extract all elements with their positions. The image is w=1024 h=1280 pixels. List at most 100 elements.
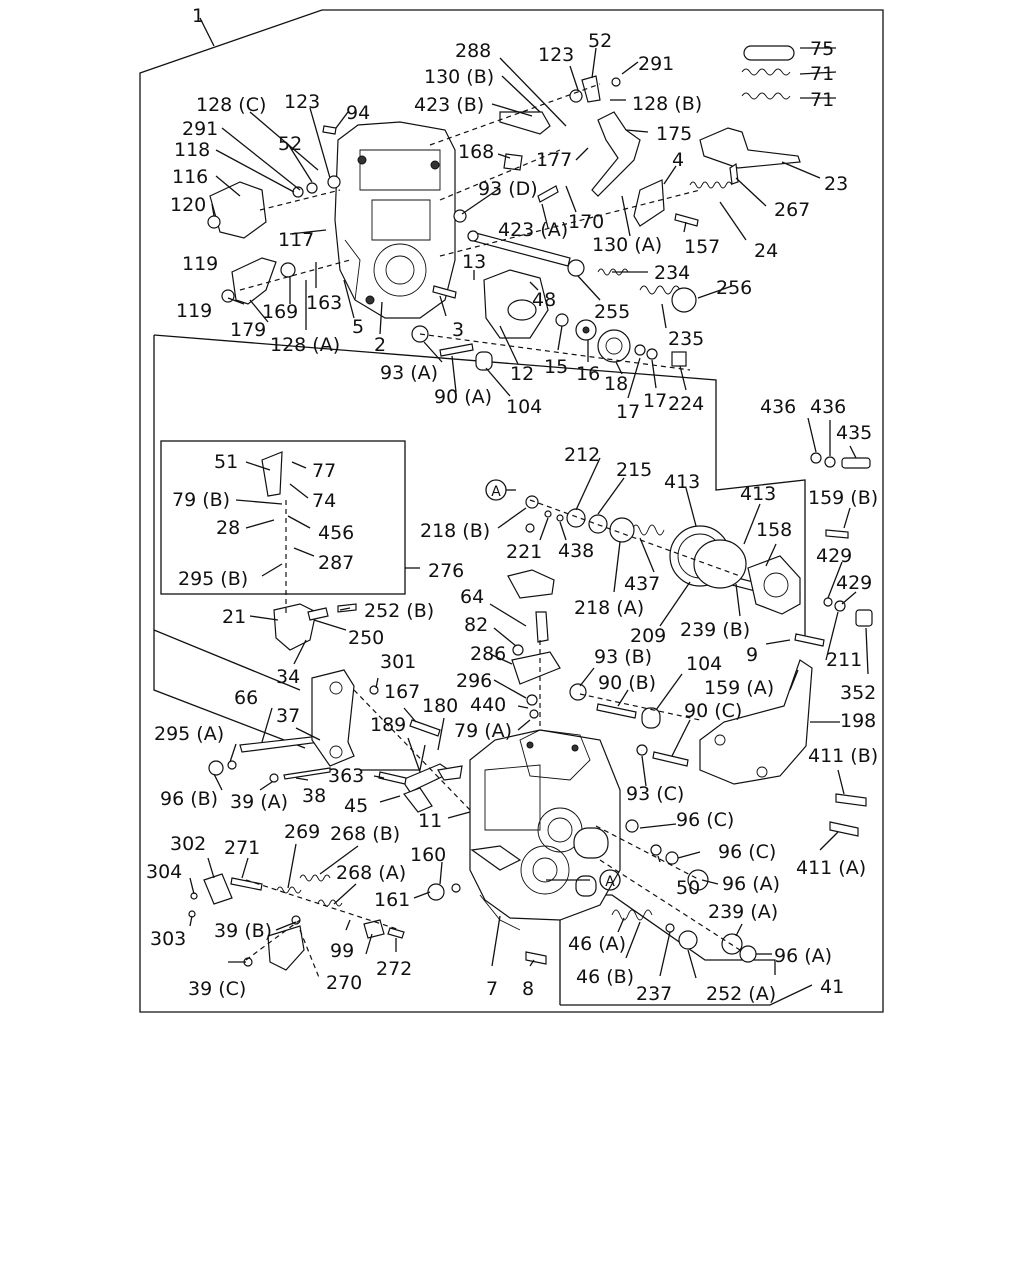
part-number-label: 77 (312, 460, 336, 482)
part-number-label: 218 (B) (420, 520, 490, 542)
part-number-label: 423 (A) (498, 219, 568, 241)
part-number-label: 34 (276, 666, 300, 688)
part-number-label: 130 (B) (424, 66, 494, 88)
part-number-label: 295 (B) (178, 568, 248, 590)
part-number-label: 167 (384, 681, 420, 703)
covers-and-levers (203, 75, 813, 971)
part-number-label: 303 (150, 928, 186, 950)
part-number-label: 211 (826, 649, 862, 671)
part-number-label: 96 (C) (718, 841, 776, 863)
part-number-label: 276 (428, 560, 464, 582)
part-number-label: 11 (418, 810, 442, 832)
part-number-label: 128 (C) (196, 94, 266, 116)
assembly-centerlines (239, 83, 741, 981)
part-number-label: 90 (B) (598, 672, 656, 694)
upper-governor-housing (334, 121, 456, 319)
reference-marker-text: A (491, 484, 501, 500)
part-number-label: 429 (836, 572, 872, 594)
part-number-label: 456 (318, 522, 354, 544)
part-number-label: 17 (643, 390, 667, 412)
reference-marker-a-1: A (485, 479, 516, 501)
part-number-label: 21 (222, 606, 246, 628)
part-number-label: 39 (A) (230, 791, 288, 813)
part-number-label: 71 (810, 89, 834, 111)
part-number-label: 435 (836, 422, 872, 444)
part-number-label: 9 (746, 644, 758, 666)
part-number-label: 159 (B) (808, 487, 878, 509)
part-number-label: 12 (510, 363, 534, 385)
part-number-label: 212 (564, 444, 600, 466)
part-number-label: 268 (B) (330, 823, 400, 845)
part-number-label: 291 (638, 53, 674, 75)
part-number-label: 39 (C) (188, 978, 246, 1000)
part-number-label: 18 (604, 373, 628, 395)
part-number-label: 93 (B) (594, 646, 652, 668)
part-number-label: 271 (224, 837, 260, 859)
part-number-label: 15 (544, 356, 568, 378)
part-number-label: 161 (374, 889, 410, 911)
part-number-label: 237 (636, 983, 672, 1005)
part-number-label: 16 (576, 363, 600, 385)
part-number-label: 252 (A) (706, 983, 776, 1005)
part-number-label: 218 (A) (574, 597, 644, 619)
part-number-label: 38 (302, 785, 326, 807)
part-number-label: 130 (A) (592, 234, 662, 256)
part-number-label: 239 (A) (708, 901, 778, 923)
part-number-label: 268 (A) (336, 862, 406, 884)
part-number-label: 169 (262, 301, 298, 323)
part-number-label: 235 (668, 328, 704, 350)
part-number-label: 93 (A) (380, 362, 438, 384)
part-number-label: 270 (326, 972, 362, 994)
part-number-label: 119 (182, 253, 218, 275)
part-number-label: 48 (532, 289, 556, 311)
part-number-label: 256 (716, 277, 752, 299)
diagram-frame (139, 9, 884, 1013)
part-number-label: 436 (810, 396, 846, 418)
part-number-label: 79 (B) (172, 489, 230, 511)
part-number-label: 128 (B) (632, 93, 702, 115)
part-number-label: 52 (588, 30, 612, 52)
part-number-label: 180 (422, 695, 458, 717)
part-number-label: 438 (558, 540, 594, 562)
part-number-label: 269 (284, 821, 320, 843)
leader-lines (189, 47, 869, 979)
part-number-label: 224 (668, 393, 704, 415)
part-number-label: 189 (370, 714, 406, 736)
part-number-label: 198 (840, 710, 876, 732)
round-parts (188, 77, 873, 967)
part-number-label: 90 (A) (434, 386, 492, 408)
part-number-label: 117 (278, 229, 314, 251)
part-number-label: 116 (172, 166, 208, 188)
part-number-label: 82 (464, 614, 488, 636)
part-number-label: 5 (352, 316, 364, 338)
part-number-label: 440 (470, 694, 506, 716)
part-number-label: 179 (230, 319, 266, 341)
part-number-label: 79 (A) (454, 720, 512, 742)
part-number-label: 163 (306, 292, 342, 314)
part-number-label: 209 (630, 625, 666, 647)
part-number-label: 170 (568, 211, 604, 233)
part-number-label: 123 (538, 44, 574, 66)
part-number-label: 46 (A) (568, 933, 626, 955)
part-number-label: 413 (664, 471, 700, 493)
part-number-label: 304 (146, 861, 182, 883)
part-number-label: 120 (170, 194, 206, 216)
part-number-label: 96 (C) (676, 809, 734, 831)
part-number-label: 429 (816, 545, 852, 567)
part-number-label: 71 (810, 63, 834, 85)
part-number-label: 28 (216, 517, 240, 539)
part-number-label: 252 (B) (364, 600, 434, 622)
part-number-label: 287 (318, 552, 354, 574)
part-number-label: 286 (470, 643, 506, 665)
part-number-label: 104 (506, 396, 542, 418)
part-number-label: 93 (D) (478, 178, 538, 200)
part-number-label: 94 (346, 102, 370, 124)
part-number-label: 45 (344, 795, 368, 817)
part-number-label: 437 (624, 573, 660, 595)
part-number-label: 46 (B) (576, 966, 634, 988)
part-number-label: 296 (456, 670, 492, 692)
part-number-label: 51 (214, 451, 238, 473)
part-number-label: 52 (278, 133, 302, 155)
